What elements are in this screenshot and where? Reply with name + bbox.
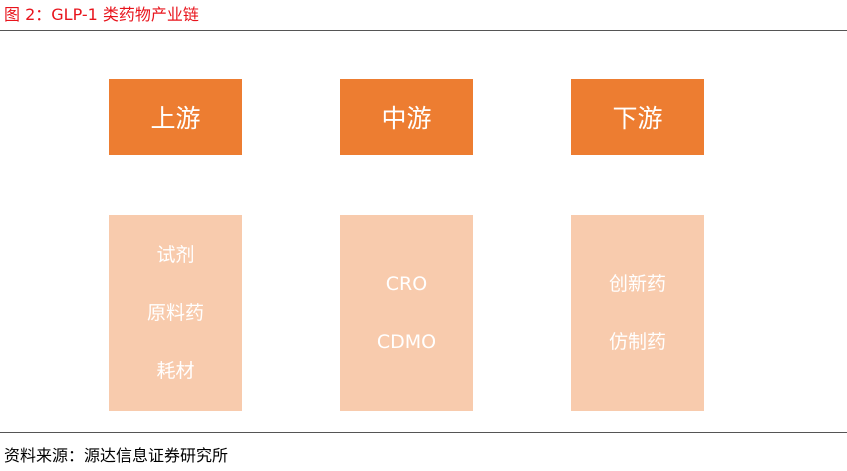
downstream-item-innovative-drug: 创新药 [608,273,666,295]
upstream-item-reagent: 试剂 [156,244,195,266]
bottom-divider [0,432,847,433]
upstream-items-box: 试剂 原料药 耗材 [109,215,242,411]
downstream-items-box: 创新药 仿制药 [571,215,704,411]
midstream-header: 中游 [340,79,473,155]
upstream-header: 上游 [109,79,242,155]
top-divider [0,30,847,31]
upstream-item-api: 原料药 [146,302,204,324]
downstream-header: 下游 [571,79,704,155]
midstream-item-cro: CRO [385,273,428,295]
figure-caption: 图 2：GLP-1 类药物产业链 [4,5,199,24]
source-note: 资料来源：源达信息证券研究所 [4,446,229,465]
midstream-items-box: CRO CDMO [340,215,473,411]
downstream-item-generic-drug: 仿制药 [608,331,666,353]
midstream-item-cdmo: CDMO [376,331,437,353]
upstream-item-consumables: 耗材 [156,360,195,382]
